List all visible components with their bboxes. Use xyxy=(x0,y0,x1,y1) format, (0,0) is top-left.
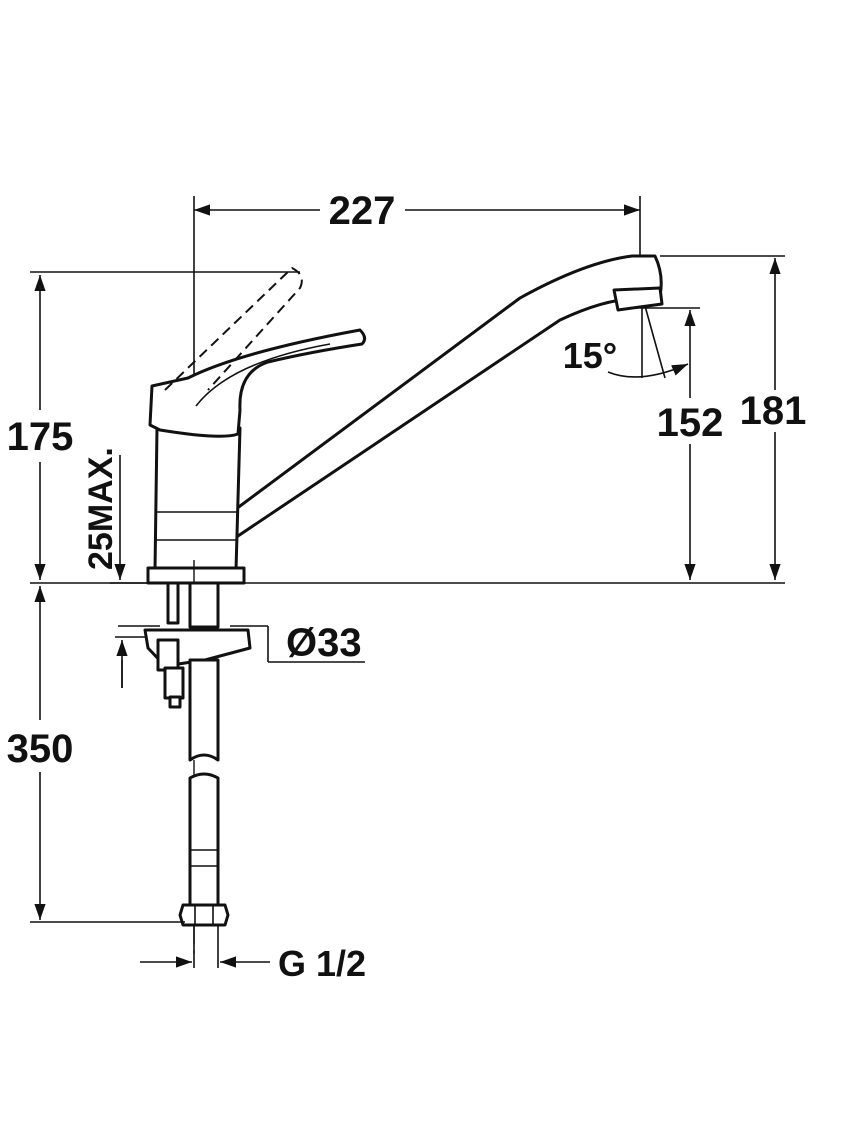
dim-15-label: 15° xyxy=(563,335,617,376)
faucet-body xyxy=(146,254,664,585)
dim-connection-g12: G 1/2 xyxy=(140,943,366,984)
dim-25max-label: 25MAX. xyxy=(82,447,120,570)
mounting-assembly xyxy=(143,560,252,968)
dim-33-label: Ø33 xyxy=(286,621,362,665)
dim-angle-15: 15° xyxy=(563,305,689,379)
dim-g12-label: G 1/2 xyxy=(278,943,366,984)
dim-length-350: 350 xyxy=(7,586,185,923)
dim-152-label: 152 xyxy=(657,401,724,445)
dim-width-227: 227 xyxy=(193,189,641,560)
dim-height-181: 181 xyxy=(660,255,807,580)
dim-height-175: 175 xyxy=(7,271,300,580)
dim-350-label: 350 xyxy=(7,727,74,771)
dim-height-152: 152 xyxy=(640,307,724,580)
dim-deck-25max: 25MAX. xyxy=(82,447,155,688)
dim-181-label: 181 xyxy=(740,389,807,433)
dim-diameter-33: Ø33 xyxy=(118,621,365,665)
dim-227-label: 227 xyxy=(329,189,396,233)
dim-175-label: 175 xyxy=(7,415,74,459)
